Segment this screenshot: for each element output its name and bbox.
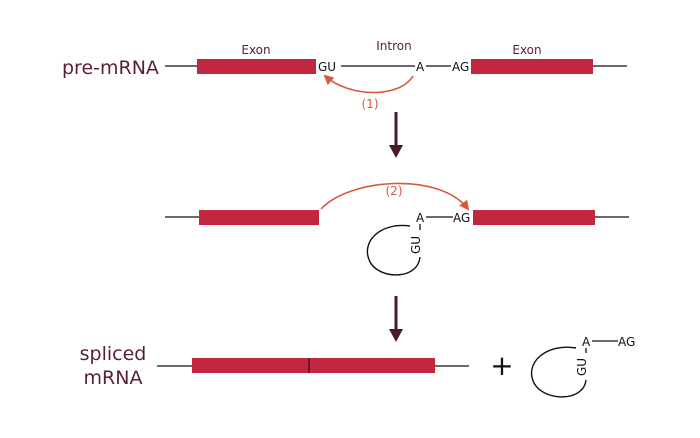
exon-left-2: [199, 210, 319, 225]
exon-left: [197, 59, 316, 74]
flow-arrow-2: [389, 296, 403, 342]
gu-lariat-2: GU: [409, 236, 423, 254]
exon-right-2: [473, 210, 595, 225]
branch-point-a-2: A: [416, 211, 425, 225]
flow-arrow-1: [389, 112, 403, 158]
exon-right-label: Exon: [512, 43, 541, 57]
spliced-label: spliced: [80, 343, 147, 365]
intron-label: Intron: [376, 39, 411, 53]
step2-label: (2): [386, 184, 403, 198]
ag-site-2: AG: [453, 211, 470, 225]
plus-sign: +: [490, 349, 513, 382]
exon-right: [471, 59, 593, 74]
step2-arrow: [320, 182, 470, 211]
gu-lariat-3: GU: [575, 358, 589, 376]
mrna-label: mRNA: [84, 367, 143, 389]
pre-mrna-label: pre-mRNA: [62, 57, 159, 79]
product-row: spliced mRNA + A AG GU: [80, 335, 635, 398]
lariat-loop-2: [366, 224, 421, 276]
step1-label: (1): [362, 97, 379, 111]
step1-arrow: [323, 74, 414, 94]
ag-site: AG: [452, 60, 469, 74]
pre-mrna-row: pre-mRNA Exon GU Intron A AG Exon (1): [62, 39, 627, 111]
branch-point-a-3: A: [582, 335, 591, 349]
ag-site-3: AG: [618, 335, 635, 349]
branch-point-a: A: [416, 60, 425, 74]
lariat-loop-3: [530, 346, 587, 398]
joined-exons: [192, 358, 435, 373]
gu-site: GU: [318, 60, 336, 74]
exon-left-label: Exon: [241, 43, 270, 57]
intermediate-row: (2) A AG GU: [165, 182, 629, 276]
